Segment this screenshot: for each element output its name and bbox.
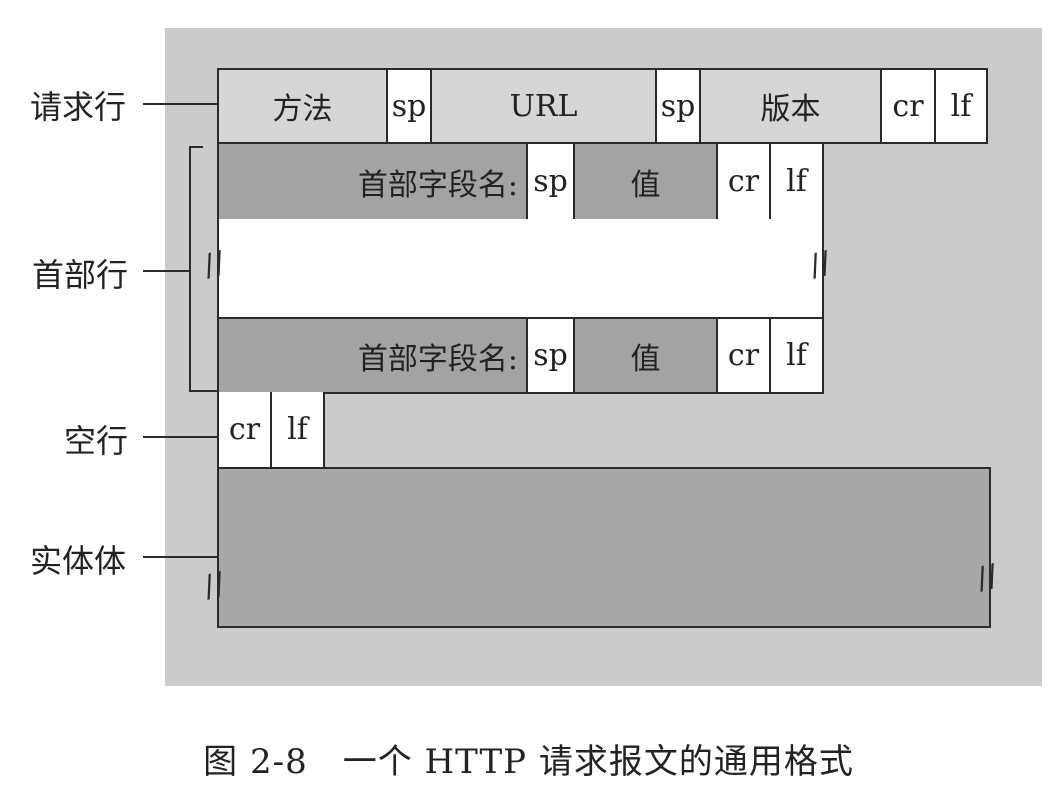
sp-text: sp [533,338,568,373]
lf-text: lf [786,164,807,199]
sp-field: sp [655,68,701,144]
label-blank-line: 空行 [64,422,129,460]
header-bracket [189,146,191,392]
leader-line [143,556,217,558]
field-name-text: 首部字段名: [357,341,518,377]
header-field-name: 首部字段名: [217,317,528,394]
method-text: 方法 [272,92,333,127]
lf-field: lf [769,317,824,394]
figure-caption: 图 2-8 一个 HTTP 请求报文的通用格式 [203,742,854,782]
sp-text: sp [660,88,696,124]
header-field-name: 首部字段名: [217,142,528,221]
version-field: 版本 [699,68,882,144]
cr-text: cr [727,338,760,373]
url-field: URL [430,68,657,144]
bracket-cap [189,390,217,392]
label-request-line: 请求行 [30,88,127,126]
value-text: 值 [630,341,661,377]
lf-text: lf [287,412,308,447]
url-text: URL [509,88,578,124]
lf-field: lf [769,142,824,221]
header-value: 值 [573,142,718,221]
sp-field: sp [526,317,575,394]
cr-text: cr [228,412,261,447]
entity-body-field [217,467,991,628]
label-entity-body: 实体体 [30,542,127,580]
header-value: 值 [573,317,718,394]
cr-text: cr [892,88,924,124]
label-header-lines: 首部行 [32,256,129,294]
leader-line [143,270,189,272]
sp-text: sp [391,88,427,124]
cr-field: cr [880,68,936,144]
bracket-cap [189,146,203,148]
method-field: 方法 [217,68,388,144]
field-name-text: 首部字段名: [357,167,518,203]
cr-field: cr [716,317,771,394]
sp-field: sp [526,142,575,221]
lf-field: lf [270,392,325,469]
lf-field: lf [934,68,988,144]
sp-text: sp [533,164,568,199]
lf-text: lf [786,338,807,373]
leader-line [143,436,217,438]
cr-field: cr [716,142,771,221]
header-lines-gap [217,219,824,319]
leader-line [143,103,217,105]
sp-field: sp [386,68,432,144]
lf-text: lf [950,88,972,124]
cr-field: cr [217,392,272,469]
value-text: 值 [630,167,661,203]
cr-text: cr [727,164,760,199]
version-text: 版本 [760,92,821,127]
